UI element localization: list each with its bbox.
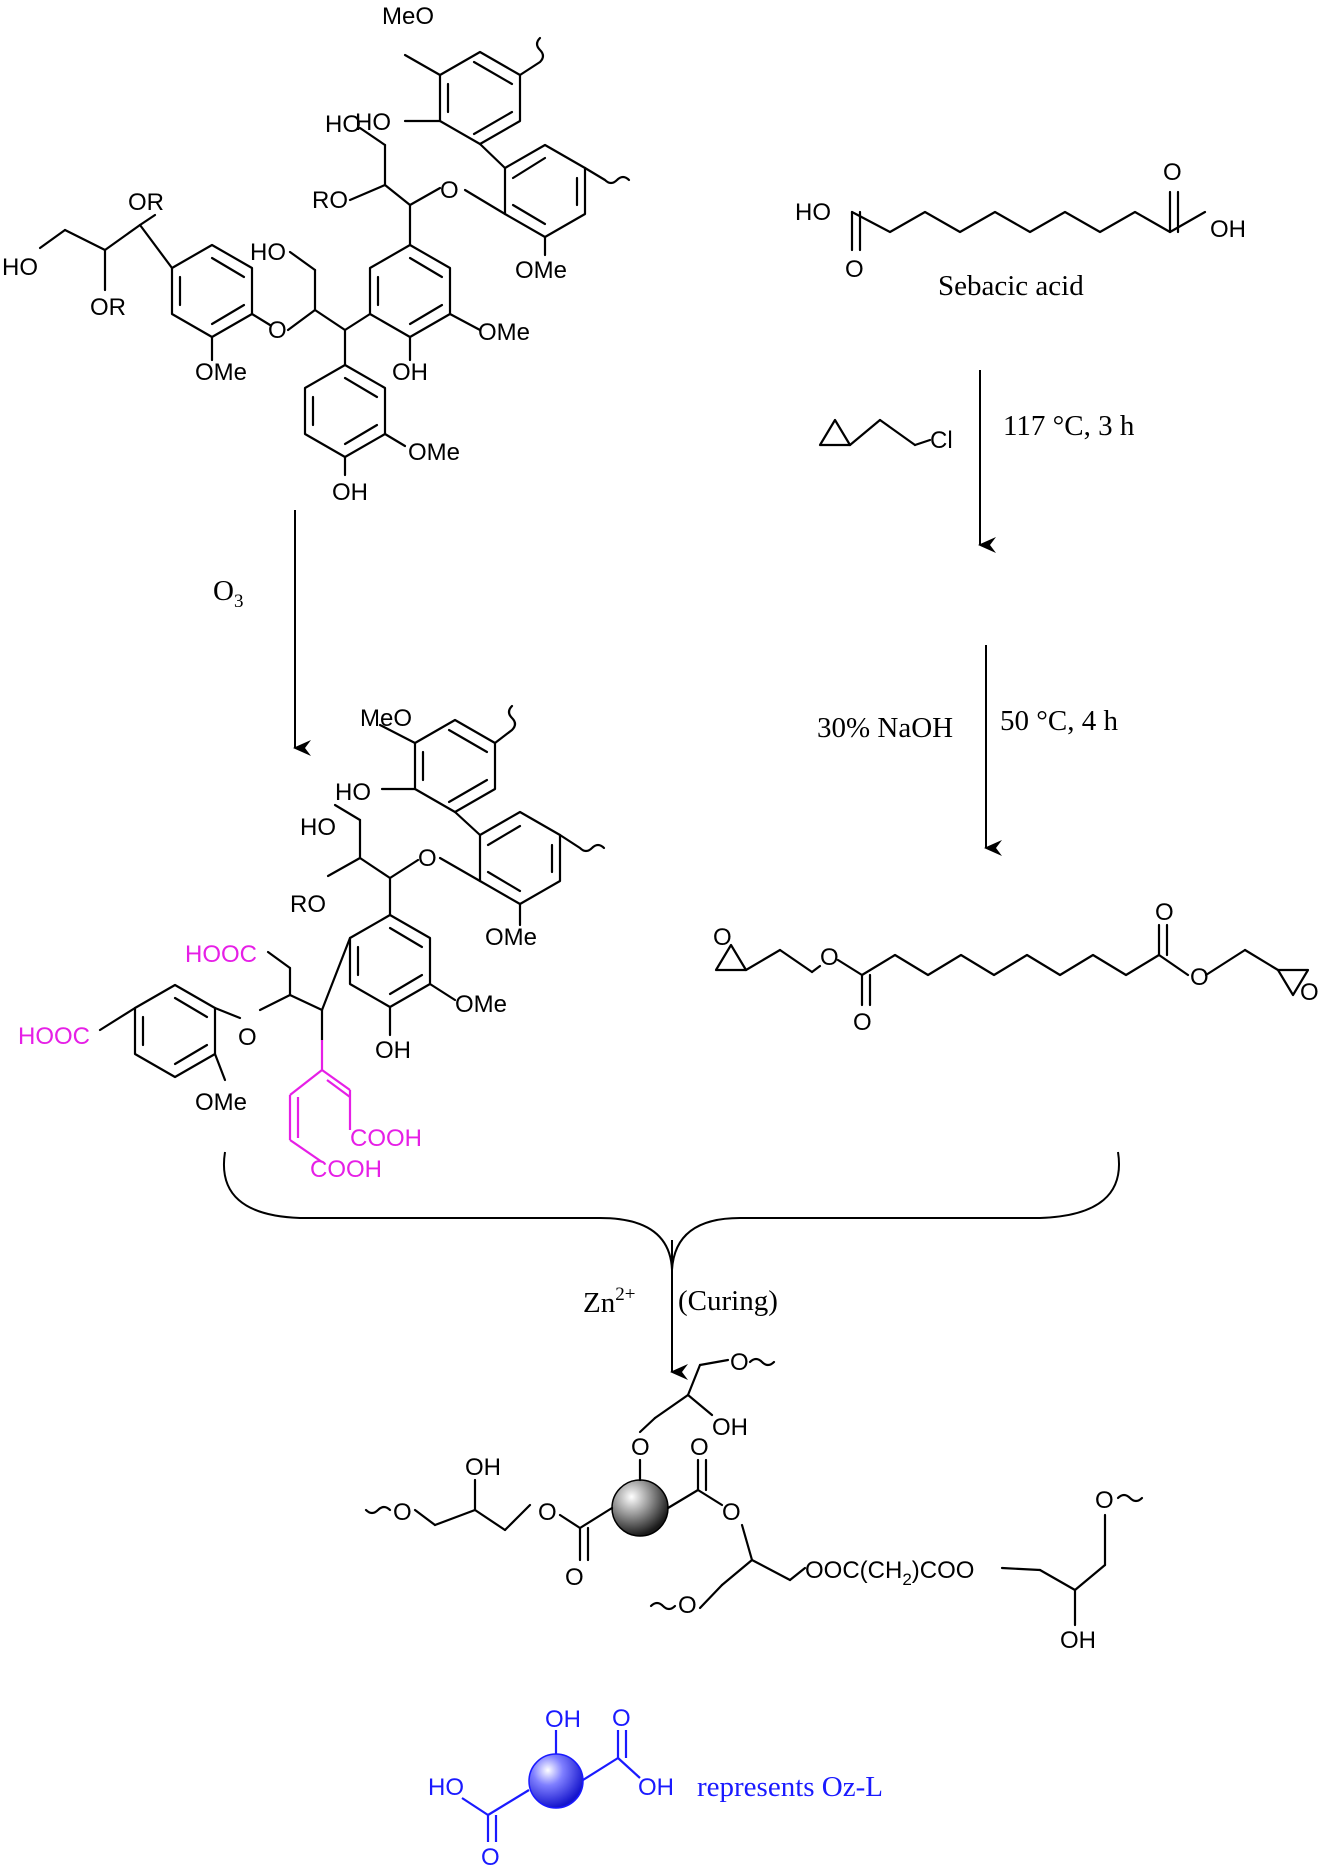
sebacic-ho: HO	[795, 199, 831, 226]
sebacic-o1: O	[845, 256, 864, 283]
ome-bottom-label: OMe	[408, 439, 460, 466]
oz-ho-label: HO	[335, 779, 371, 806]
dg-o-ep2: O	[1300, 979, 1319, 1006]
sebacic-acid-name: Sebacic acid	[938, 270, 1084, 302]
oz-hooc-chain: HOOC	[185, 941, 257, 968]
oz-hooc-ring: HOOC	[18, 1023, 90, 1050]
convergence-bracket: Zn2+ (Curing)	[222, 1151, 1120, 1380]
oz-oh-mid: OH	[375, 1037, 411, 1064]
net-o-right: O	[1095, 1487, 1114, 1514]
naoh-step: 30% NaOH 50 °C, 4 h	[817, 645, 1118, 856]
ho-label: HO	[355, 109, 391, 136]
net-o-top: O	[730, 1349, 749, 1376]
legend-o-bottom: O	[481, 1844, 500, 1868]
net-o-link: O	[631, 1434, 650, 1461]
ho-chain-label: HO	[325, 111, 361, 138]
net-chain-text: OOC(CH2)COO	[805, 1557, 974, 1589]
ecl-conditions: 117 °C, 3 h	[1003, 410, 1135, 442]
oz-ome-ring2: OMe	[485, 924, 537, 951]
curing-label: (Curing)	[678, 1285, 778, 1317]
oz-cooh-1: COOH	[350, 1125, 422, 1152]
sebacic-acid: HO O O OH Sebacic acid	[795, 159, 1246, 302]
ozonated-lignin: MeO HO O OMe HO RO OMe OH HOO	[18, 704, 606, 1183]
ozonolysis-arrow: O3	[213, 510, 311, 756]
oz-o-ether1: O	[418, 845, 437, 872]
o-ether2-label: O	[268, 317, 287, 344]
net-o-ester-left: O	[538, 1499, 557, 1526]
ro-chain-label: RO	[312, 187, 348, 214]
ome-mid-label: OMe	[478, 319, 530, 346]
dg-o-ester2: O	[1190, 964, 1209, 991]
dg-o-carbonyl1: O	[853, 1009, 872, 1036]
net-oh-right: OH	[1060, 1627, 1096, 1654]
ho-mid-label: HO	[250, 239, 286, 266]
dg-o-ester1: O	[820, 944, 839, 971]
oz-cooh-2: COOH	[310, 1156, 382, 1183]
oh-bottom-label: OH	[332, 479, 368, 506]
lignin-structure: MeO HO O OMe HO RO OMe OH	[2, 3, 631, 506]
oz-ome-mid: OMe	[455, 991, 507, 1018]
net-o-ester-right: O	[722, 1499, 741, 1526]
legend-ho: HO	[428, 1774, 464, 1801]
meo-label: MeO	[382, 3, 434, 30]
naoh-label: 30% NaOH	[817, 712, 953, 744]
ho-left-label: HO	[2, 254, 38, 281]
net-o-carbonyl-right: O	[690, 1434, 709, 1461]
oz-ome-left: OMe	[195, 1089, 247, 1116]
net-o-left: O	[393, 1499, 412, 1526]
legend-sphere	[528, 1753, 584, 1809]
dg-o-carbonyl2: O	[1155, 899, 1174, 926]
sebacic-oh: OH	[1210, 216, 1246, 243]
net-o-carbonyl-left: O	[565, 1564, 584, 1591]
naoh-conditions: 50 °C, 4 h	[1000, 705, 1118, 737]
oz-lignin-sphere	[611, 1479, 669, 1537]
legend-o-top: O	[612, 1705, 631, 1732]
dg-o-ep1: O	[713, 924, 732, 951]
diglycidyl-sebacate: O O O O O O	[713, 899, 1319, 1036]
cured-network: O O OH O O OH O O O O	[364, 1349, 1144, 1654]
or-bottom-label: OR	[90, 294, 126, 321]
oz-ro-chain: RO	[290, 891, 326, 918]
oz-o-ether2: O	[238, 1024, 257, 1051]
net-oh-left: OH	[465, 1454, 501, 1481]
oz-meo-label: MeO	[360, 705, 412, 732]
ome-label: OMe	[515, 257, 567, 284]
legend-oh-right: OH	[638, 1774, 674, 1801]
o-ether-label: O	[440, 177, 459, 204]
legend-text: represents Oz-L	[697, 1771, 883, 1803]
or-top-label: OR	[128, 189, 164, 216]
oh-mid-label: OH	[392, 359, 428, 386]
net-o-bottom: O	[678, 1592, 697, 1619]
legend-oh-top: OH	[545, 1706, 581, 1733]
net-oh-top: OH	[712, 1414, 748, 1441]
oz-ho-chain: HO	[300, 814, 336, 841]
ecl-cl: Cl	[930, 427, 953, 454]
epichlorohydrin-step: Cl 117 °C, 3 h	[818, 370, 1135, 553]
ozone-label: O3	[213, 575, 243, 612]
sebacic-o2: O	[1163, 159, 1182, 186]
legend: OH O HO O OH represents Oz-L	[428, 1705, 883, 1868]
ome-left-label: OMe	[195, 359, 247, 386]
zinc-label: Zn2+	[583, 1284, 635, 1319]
